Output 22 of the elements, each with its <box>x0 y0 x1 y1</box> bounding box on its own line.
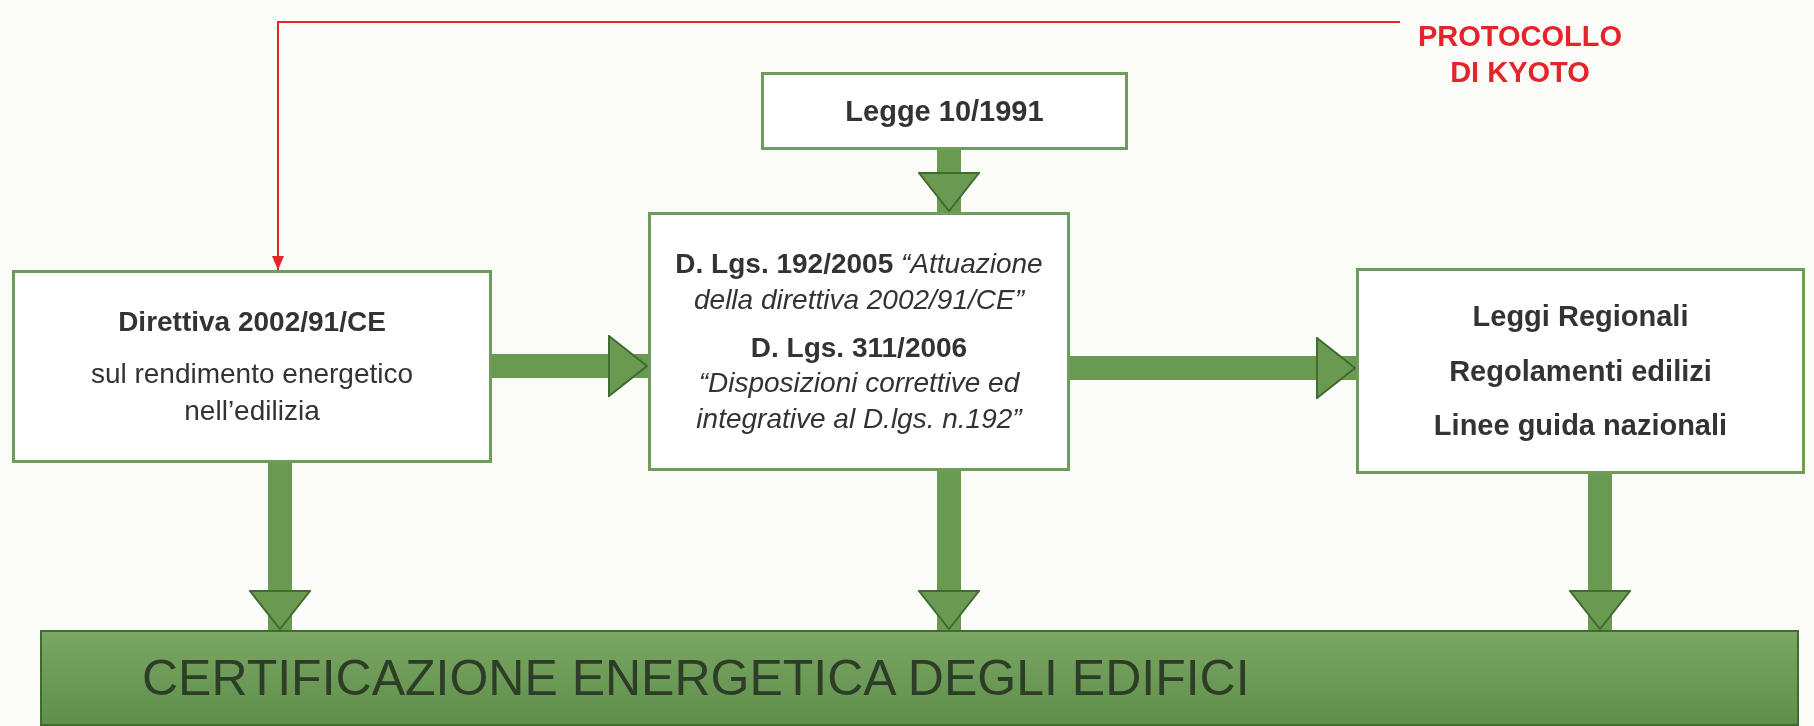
box-text: sul rendimento energetico nell’edilizia <box>89 357 415 428</box>
process-box <box>12 270 492 463</box>
box-text: Linee guida nazionali <box>1433 408 1728 444</box>
block-arrow <box>918 150 980 212</box>
banner-title: CERTIFICAZIONE ENERGETICA DEGLI EDIFICI <box>142 653 1250 703</box>
box-title: Legge 10/1991 <box>845 93 1044 129</box>
process-box <box>648 212 1070 471</box>
box-text: D. Lgs. 192/2005 “Attuazione della direttiva 2002/91/CE” <box>674 246 1044 317</box>
block-arrow <box>492 335 648 397</box>
result-banner <box>40 630 1799 726</box>
block-arrow <box>918 471 980 630</box>
box-title: Direttiva 2002/91/CE <box>118 304 386 339</box>
box-text: D. Lgs. 311/2006 “Disposizioni correttive ed integrative al D.lgs. n.192” <box>695 330 1024 437</box>
process-box <box>1356 268 1805 474</box>
box-text: Regolamenti edilizi <box>1449 353 1712 389</box>
block-arrow <box>249 463 311 630</box>
note-text: PROTOCOLLO DI KYOTO <box>1416 18 1624 90</box>
process-box <box>761 72 1128 150</box>
box-text: Leggi Regionali <box>1472 298 1689 334</box>
arrow <box>272 21 1401 271</box>
block-arrow <box>1070 337 1356 399</box>
block-arrow <box>1569 474 1631 630</box>
